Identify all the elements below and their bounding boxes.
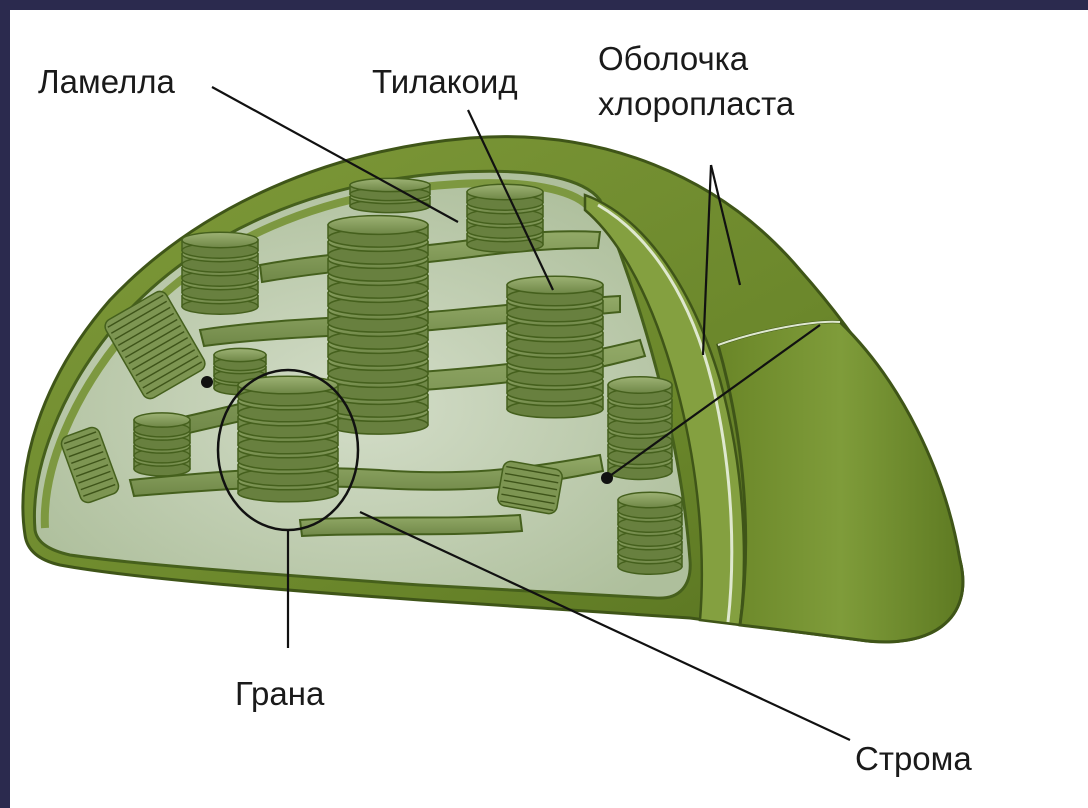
chloroplast-diagram: Ламелла Тилакоид Оболочка хлоропласта Гр… (10, 10, 1088, 808)
granum-stack (507, 276, 603, 418)
envelope-end-cap (718, 322, 963, 642)
granum-stack (238, 376, 338, 502)
granum-stack (608, 377, 672, 480)
thylakoid-disc (134, 413, 190, 427)
label-envelope-line1: Оболочка (598, 40, 749, 77)
thylakoid-disc (214, 348, 266, 361)
diagram-panel: Ламелла Тилакоид Оболочка хлоропласта Гр… (10, 10, 1088, 808)
thylakoid-disc (238, 376, 338, 394)
label-envelope-line2: хлоропласта (598, 85, 795, 122)
thylakoid-disc (507, 276, 603, 294)
thylakoid-disc (328, 216, 428, 235)
lamellar-stack-edge (497, 460, 564, 515)
label-lamella: Ламелла (38, 63, 175, 100)
granum-stack (618, 492, 682, 574)
label-thylakoid: Тилакоид (372, 63, 518, 100)
granum-stack (182, 232, 258, 314)
granum-stack (467, 184, 543, 252)
label-grana: Грана (235, 675, 325, 712)
thylakoid-disc (618, 492, 682, 507)
thylakoid-disc (182, 232, 258, 247)
stroma-dot-left (201, 376, 213, 388)
granum-stack (134, 413, 190, 476)
thylakoid-disc (608, 377, 672, 394)
label-stroma: Строма (855, 740, 972, 777)
